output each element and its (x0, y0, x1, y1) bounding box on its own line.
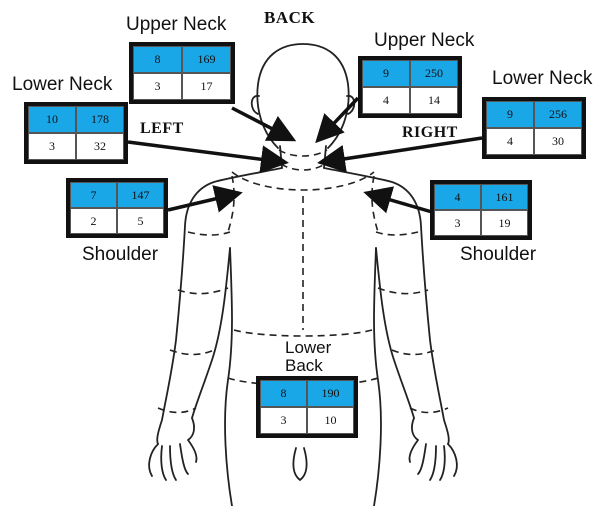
table-cell: 32 (76, 133, 124, 160)
left-forearm-divider (170, 350, 214, 355)
collar-divider (232, 172, 374, 190)
lower-neck-divider (281, 164, 325, 170)
table-cell: 3 (133, 73, 182, 100)
left-hand-outline (149, 418, 196, 480)
arrow-lower-neck-left (128, 142, 282, 162)
table-cell: 9 (362, 60, 410, 87)
lower-back-label-line1: Lower (285, 338, 331, 358)
table-cell: 10 (307, 407, 354, 434)
table-cell: 10 (28, 106, 76, 133)
table-cell: 9 (486, 101, 534, 128)
right-elbow-divider (378, 288, 428, 294)
table-cell: 178 (76, 106, 124, 133)
shoulder-right-label: Shoulder (460, 244, 536, 266)
side-label-right: RIGHT (402, 124, 458, 142)
shoulder-left-label: Shoulder (82, 244, 158, 266)
table-cell: 3 (434, 210, 481, 236)
table-cell: 3 (260, 407, 307, 434)
lower-neck-right-label: Lower Neck (492, 68, 592, 90)
table-cell: 256 (534, 101, 582, 128)
right-forearm-divider (392, 350, 436, 355)
upper-neck-divider (279, 150, 327, 156)
upper-neck-right-label: Upper Neck (374, 30, 474, 52)
lower-neck-left-label: Lower Neck (12, 74, 112, 96)
upper-neck-left-label: Upper Neck (126, 14, 226, 36)
shoulder-left-table: 7 147 2 5 (66, 178, 168, 238)
table-cell: 4 (486, 128, 534, 155)
table-cell: 2 (70, 208, 117, 234)
left-shoulder-divider (228, 176, 234, 232)
lower-back-label-line2: Back (285, 356, 323, 376)
table-cell: 14 (410, 87, 458, 114)
table-cell: 8 (133, 46, 182, 73)
side-label-left: LEFT (140, 120, 184, 138)
table-cell: 169 (182, 46, 231, 73)
left-upper-arm-divider (188, 232, 230, 235)
upper-neck-left-table: 8 169 3 17 (129, 42, 235, 104)
title-back: BACK (264, 8, 315, 28)
crotch-outline (293, 448, 306, 480)
arrow-shoulder-left (168, 194, 236, 210)
lower-neck-left-table: 10 178 3 32 (24, 102, 128, 164)
lower-back-table: 8 190 3 10 (256, 376, 358, 438)
left-inner-arm-outline (192, 248, 230, 418)
head-outline (257, 44, 348, 148)
table-cell: 4 (434, 184, 481, 210)
table-cell: 147 (117, 182, 164, 208)
table-cell: 4 (362, 87, 410, 114)
right-upper-arm-divider (376, 232, 418, 235)
table-cell: 17 (182, 73, 231, 100)
table-cell: 190 (307, 380, 354, 407)
table-cell: 8 (260, 380, 307, 407)
table-cell: 19 (481, 210, 528, 236)
waist-divider (234, 330, 372, 336)
lower-neck-right-table: 9 256 4 30 (482, 97, 586, 159)
upper-neck-right-table: 9 250 4 14 (358, 56, 462, 118)
arrow-shoulder-right (370, 194, 432, 212)
left-elbow-divider (178, 288, 228, 294)
table-cell: 30 (534, 128, 582, 155)
table-cell: 7 (70, 182, 117, 208)
right-inner-arm-outline (376, 248, 414, 418)
table-cell: 5 (117, 208, 164, 234)
table-cell: 3 (28, 133, 76, 160)
table-cell: 250 (410, 60, 458, 87)
shoulder-right-table: 4 161 3 19 (430, 180, 532, 240)
table-cell: 161 (481, 184, 528, 210)
right-shoulder-divider (372, 176, 378, 232)
arrow-upper-neck-left (232, 108, 290, 138)
right-hand-outline (409, 418, 456, 480)
neck-outline (280, 146, 326, 168)
